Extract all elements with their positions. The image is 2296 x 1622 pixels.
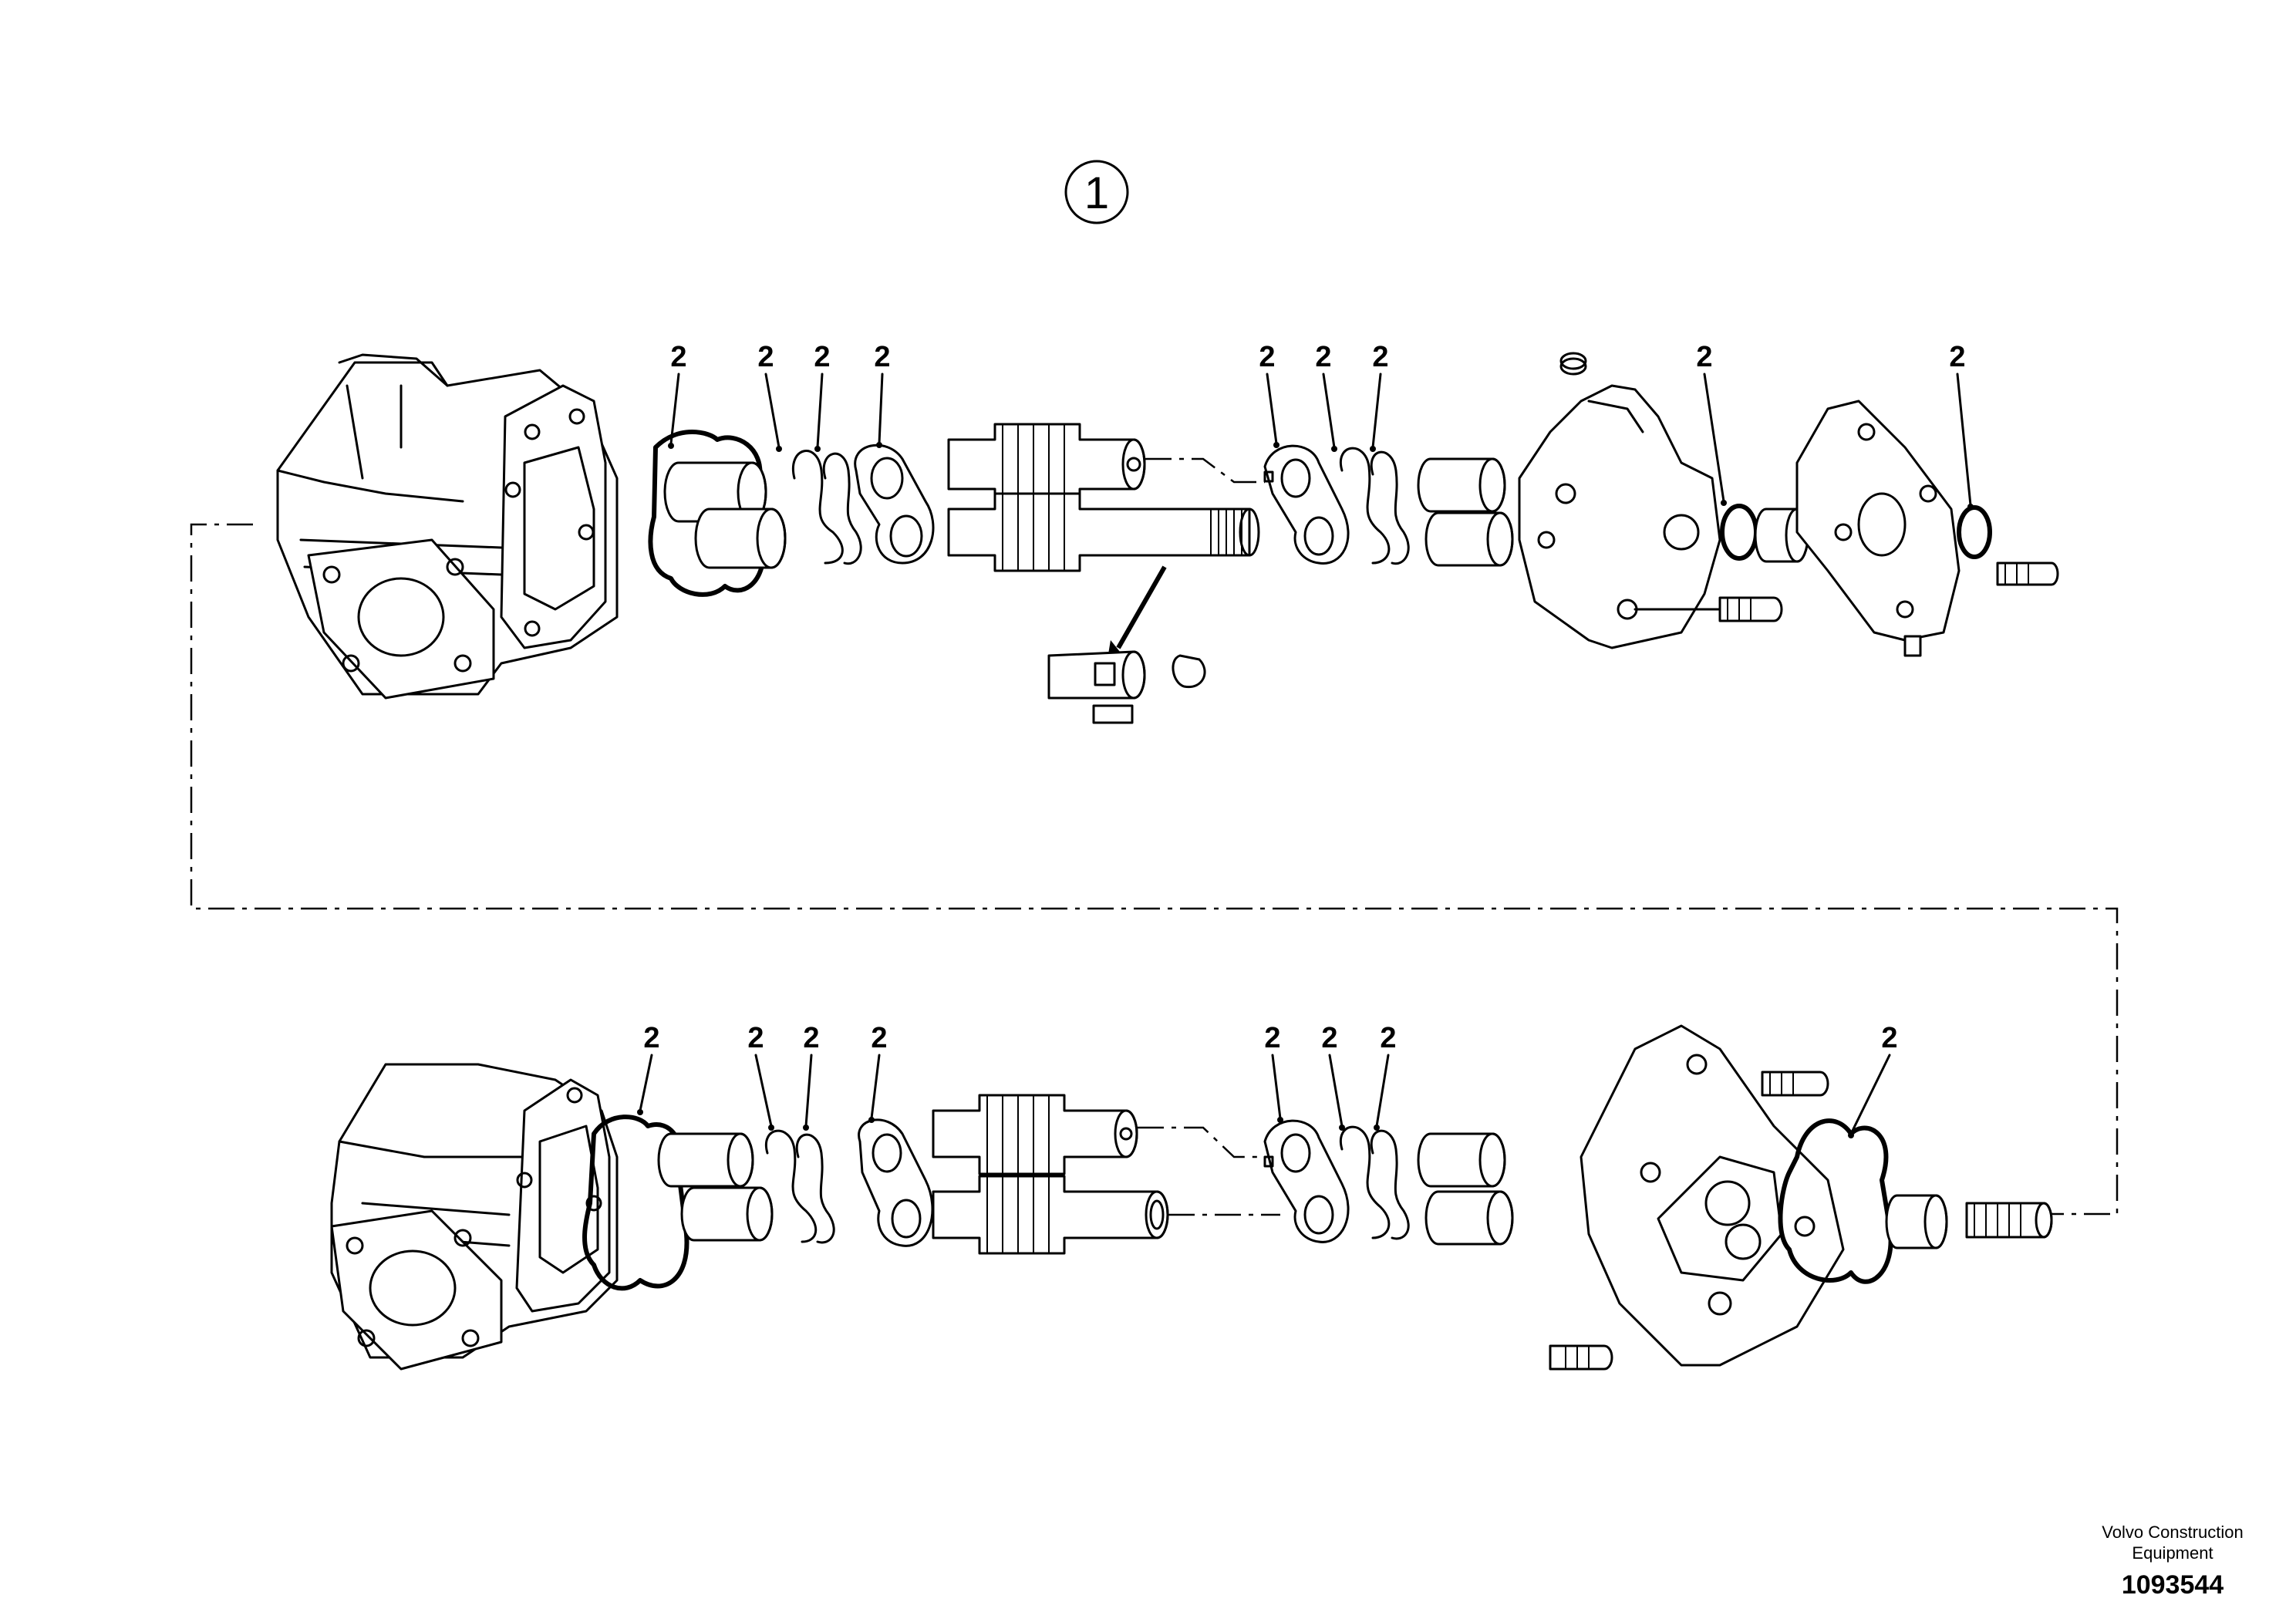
reference-block: Volvo Construction Equipment 1093544 — [2102, 1523, 2243, 1600]
callout-2-c: 2 — [814, 341, 831, 452]
callout-2-f: 2 — [1315, 341, 1337, 452]
lower-pump-section — [330, 1024, 2053, 1371]
callout-2-k: 2 — [747, 1022, 774, 1131]
wire-seals-lower-1 — [764, 1129, 835, 1244]
svg-text:2: 2 — [1315, 341, 1331, 373]
seal-ring-lower-1 — [582, 1114, 689, 1291]
end-seal-bolt — [1957, 505, 2059, 586]
bushings-lower-right — [1417, 1132, 1514, 1246]
svg-text:2: 2 — [1881, 1022, 1897, 1054]
svg-text:2: 2 — [1380, 1022, 1396, 1054]
callout-2-e: 2 — [1259, 341, 1279, 448]
pump-housing-lower — [330, 1063, 619, 1371]
svg-text:2: 2 — [643, 1022, 659, 1054]
svg-text:2: 2 — [874, 341, 890, 373]
callout-2-a: 2 — [668, 341, 687, 449]
gear-pair-lower — [932, 1094, 1169, 1255]
wire-seals-lower-2 — [1339, 1125, 1410, 1240]
wire-seals-upper-1 — [791, 450, 862, 565]
pump-end-cover-lower — [1549, 1024, 1845, 1371]
seal-bushing-upper — [1720, 504, 1809, 563]
svg-text:2: 2 — [814, 341, 830, 373]
svg-text:2: 2 — [1696, 341, 1712, 373]
callout-2-q: 2 — [1848, 1022, 1898, 1138]
callout-2-i: 2 — [1949, 341, 1974, 510]
seal-ring-upper-1 — [648, 430, 767, 597]
svg-text:2: 2 — [1264, 1022, 1280, 1054]
svg-text:2: 2 — [1949, 341, 1965, 373]
seal-ring-lower-end — [1778, 1118, 1893, 1284]
upper-pump-section — [276, 352, 2059, 724]
pump-housing-upper — [276, 353, 619, 700]
gear-pair-upper — [947, 423, 1260, 572]
svg-text:2: 2 — [757, 341, 774, 373]
assembly-number: 1 — [1084, 168, 1109, 218]
shaft-key-detail — [1047, 565, 1206, 724]
company-line-1: Volvo Construction — [2102, 1523, 2243, 1542]
thrust-plate-upper-left — [854, 443, 935, 565]
callout-2-m: 2 — [868, 1022, 888, 1123]
bushings-upper-left — [663, 461, 787, 569]
callout-2-n: 2 — [1264, 1022, 1283, 1123]
thrust-plate-lower-right — [1263, 1119, 1350, 1243]
callout-2-l: 2 — [803, 1022, 820, 1131]
wire-seals-upper-2 — [1339, 447, 1410, 565]
svg-text:2: 2 — [1372, 341, 1388, 373]
reference-number: 1093544 — [2122, 1570, 2224, 1600]
bushing-and-spline-lower — [1885, 1194, 2053, 1249]
callout-2-o: 2 — [1321, 1022, 1345, 1131]
company-line-2: Equipment — [2132, 1543, 2213, 1563]
callout-2-p: 2 — [1374, 1022, 1397, 1131]
svg-text:2: 2 — [747, 1022, 764, 1054]
callout-2-j: 2 — [637, 1022, 660, 1115]
pump-middle-body — [1518, 352, 1783, 649]
svg-text:2: 2 — [670, 341, 686, 373]
thrust-plate-lower-left — [858, 1118, 934, 1247]
thrust-plate-upper-right — [1263, 444, 1350, 565]
svg-text:2: 2 — [871, 1022, 887, 1054]
callout-2-g: 2 — [1370, 341, 1389, 452]
part-callouts: 2 2 2 2 2 2 2 2 2 2 2 2 2 2 2 2 2 — [637, 341, 1974, 1138]
callout-2-d: 2 — [874, 341, 891, 448]
svg-text:2: 2 — [803, 1022, 819, 1054]
svg-text:2: 2 — [1259, 341, 1275, 373]
bushings-lower-left — [657, 1132, 774, 1242]
connection-dash-line — [190, 523, 2119, 1216]
svg-text:2: 2 — [1321, 1022, 1337, 1054]
assembly-callout: 1 — [1064, 160, 1129, 224]
pump-end-cover — [1795, 400, 1961, 657]
callout-2-b: 2 — [757, 341, 782, 452]
callout-2-h: 2 — [1696, 341, 1727, 506]
bushings-upper-right — [1417, 457, 1514, 567]
